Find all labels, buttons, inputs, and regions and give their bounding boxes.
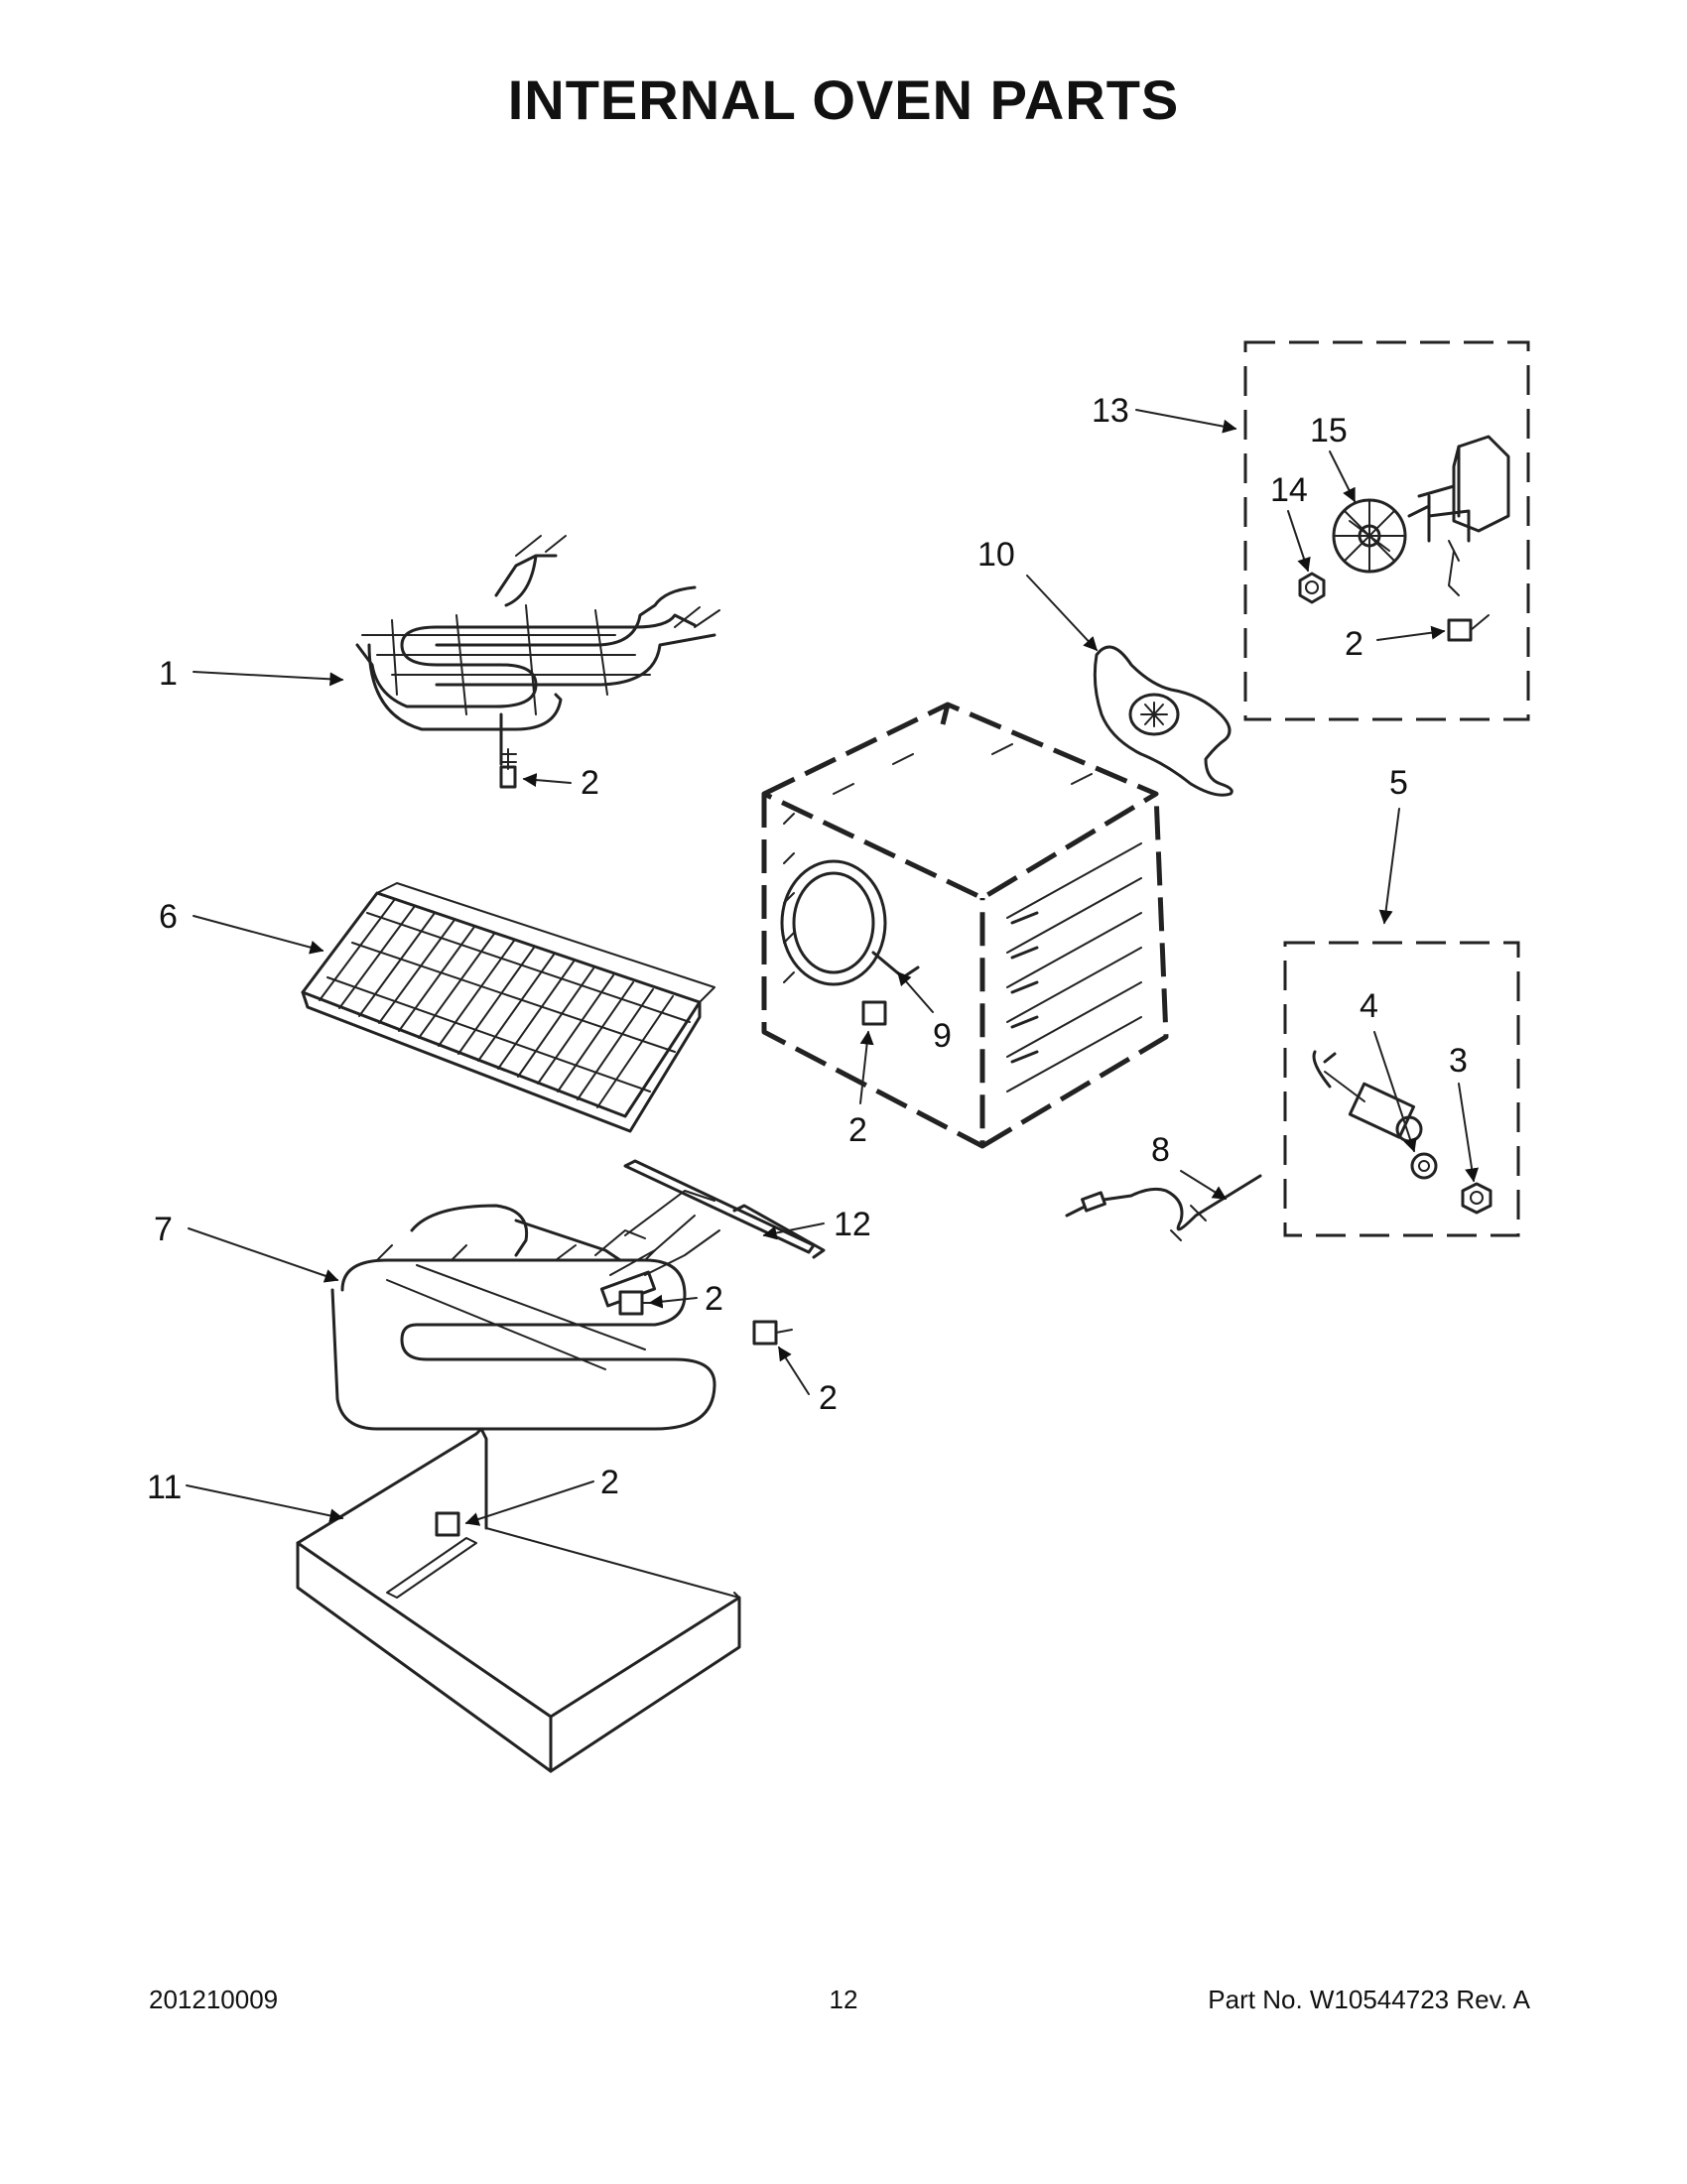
- callout-2-top: 2: [581, 764, 599, 802]
- bottom-tray: [296, 1427, 741, 1773]
- callout-2-fan: 2: [1345, 625, 1363, 663]
- fan-motor-assembly: [1243, 340, 1530, 721]
- callout-13: 13: [1092, 392, 1129, 430]
- callout-11: 11: [147, 1469, 182, 1506]
- callout-2-lower-a: 2: [705, 1280, 723, 1318]
- oven-rack: [301, 882, 715, 1133]
- callout-7: 7: [154, 1211, 173, 1248]
- page-number: 12: [829, 1985, 858, 2014]
- temperature-sensor: [1065, 1174, 1262, 1241]
- callout-5: 5: [1389, 764, 1408, 802]
- callout-10: 10: [977, 536, 1015, 574]
- callout-8: 8: [1151, 1131, 1170, 1169]
- callout-2-lower-b: 2: [819, 1379, 838, 1417]
- callout-12: 12: [834, 1206, 871, 1243]
- sensor-assembly: [1283, 941, 1520, 1237]
- broil-element: [355, 535, 720, 789]
- bake-element: [330, 1190, 716, 1431]
- page-title: INTERNAL OVEN PARTS: [507, 68, 1180, 131]
- callout-9: 9: [933, 1017, 952, 1055]
- part-number: Part No. W10544723 Rev. A: [1208, 1985, 1530, 2014]
- callout-6: 6: [159, 898, 178, 936]
- callout-3: 3: [1449, 1042, 1468, 1080]
- callout-4: 4: [1360, 987, 1378, 1025]
- callout-2-drawer: 2: [600, 1464, 619, 1501]
- callout-1: 1: [159, 655, 178, 693]
- callout-15: 15: [1310, 412, 1348, 450]
- document-code: 201210009: [149, 1985, 279, 2014]
- element-bracket: [609, 1159, 826, 1276]
- convection-baffle: [1093, 645, 1233, 797]
- screw-lower-b: [752, 1320, 793, 1346]
- leader-arrows: [186, 409, 1480, 1526]
- callout-2-cavity: 2: [848, 1111, 867, 1149]
- oven-cavity: [761, 702, 1169, 1149]
- callout-14: 14: [1270, 471, 1308, 509]
